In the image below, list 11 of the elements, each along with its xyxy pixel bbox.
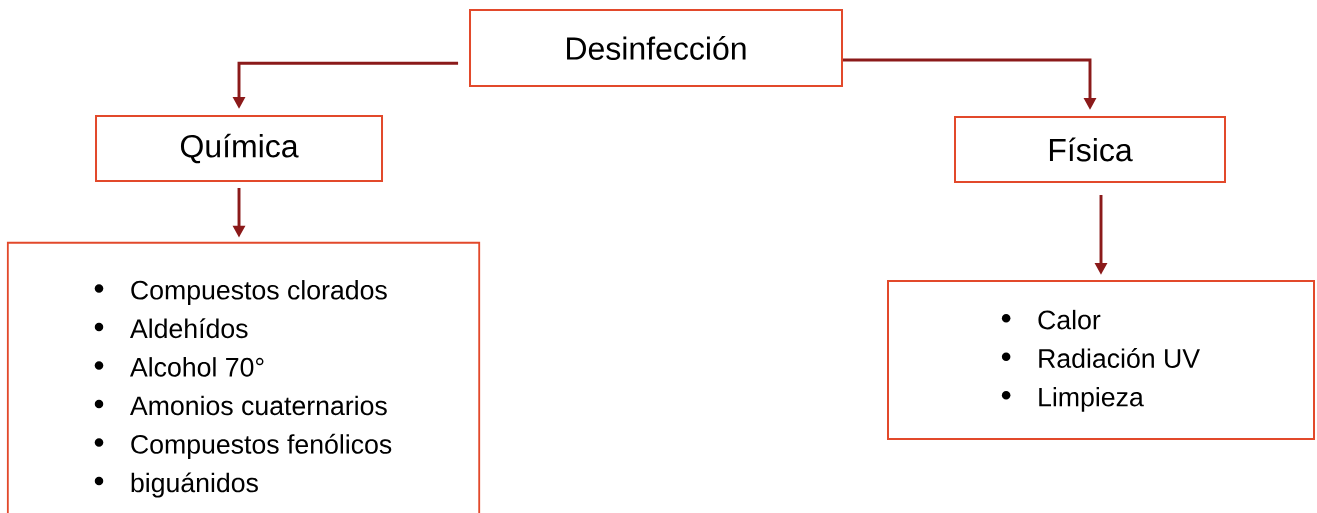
category-box: Física bbox=[954, 116, 1226, 183]
node-label: Amonios cuaternarios bbox=[129, 395, 387, 416]
node-label: Aldehídos bbox=[129, 318, 248, 339]
node-label: Compuestos fenólicos bbox=[131, 433, 392, 460]
node-label: Alcohol 70° bbox=[129, 357, 264, 377]
category-box: Química bbox=[95, 115, 383, 182]
node-label: Compuestos clorados bbox=[131, 280, 387, 305]
category-box: Desinfección bbox=[469, 9, 843, 87]
list-box: Calor Radiación UV Limpieza bbox=[887, 280, 1315, 440]
list-box: Compuestos clorados Aldehídos Alcohol 70° Amonios cuaternarios Compuestos fenólicos biguánidos bbox=[6, 241, 481, 513]
node-label: biguánidos bbox=[131, 472, 258, 498]
